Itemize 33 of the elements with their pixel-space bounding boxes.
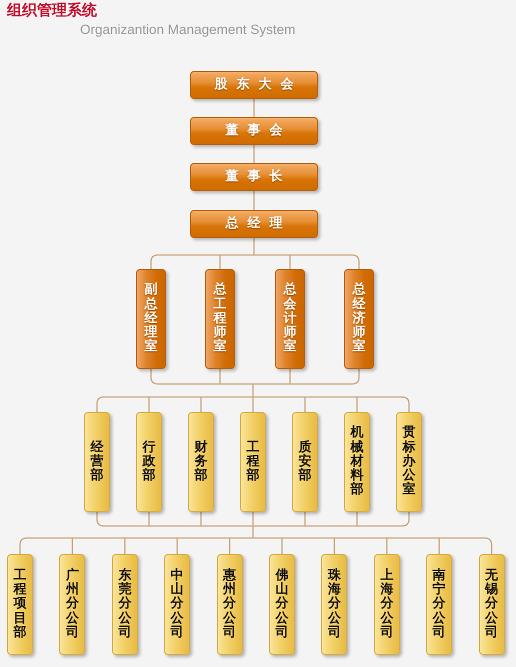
connector-line bbox=[253, 145, 255, 163]
org-unit-box: 总会计师室 bbox=[275, 269, 305, 369]
org-unit-box: 董事会 bbox=[190, 117, 318, 145]
connector-line bbox=[253, 191, 255, 210]
org-unit-box: 行政部 bbox=[136, 412, 162, 512]
org-unit-box: 总经济师室 bbox=[344, 269, 374, 369]
org-unit-box: 工程项目部 bbox=[7, 554, 33, 655]
org-unit-box: 广州分公司 bbox=[59, 554, 86, 655]
org-unit-box: 财务部 bbox=[188, 412, 214, 512]
org-unit-box: 董事长 bbox=[190, 163, 318, 191]
connector-line bbox=[19, 511, 492, 555]
org-unit-box: 总经理 bbox=[190, 210, 318, 238]
subtitle: Organizantion Management System bbox=[80, 21, 296, 38]
org-unit-box: 东莞分公司 bbox=[112, 554, 138, 655]
org-unit-box: 佛山分公司 bbox=[269, 554, 295, 655]
org-unit-box: 工程部 bbox=[240, 412, 266, 512]
org-unit-box: 中山分公司 bbox=[164, 554, 190, 655]
org-unit-box: 副总经理室 bbox=[136, 269, 166, 369]
org-unit-box: 惠州分公司 bbox=[216, 554, 243, 655]
org-unit-box: 南宁分公司 bbox=[426, 554, 452, 655]
connector-line bbox=[253, 99, 255, 117]
connector-line bbox=[96, 368, 410, 413]
org-unit-box: 质安部 bbox=[292, 412, 318, 512]
org-unit-box: 珠海分公司 bbox=[321, 554, 348, 655]
org-unit-box: 上海分公司 bbox=[374, 554, 400, 655]
diagram-title: 组织管理系统 bbox=[7, 1, 97, 19]
org-unit-box: 股东大会 bbox=[190, 71, 318, 99]
org-unit-box: 机械材料部 bbox=[344, 412, 370, 512]
org-unit-box: 贯标办公室 bbox=[396, 412, 422, 512]
org-unit-box: 总工程师室 bbox=[205, 269, 235, 369]
connector-line bbox=[150, 237, 360, 270]
org-unit-box: 经营部 bbox=[84, 412, 110, 512]
org-unit-box: 无锡分公司 bbox=[478, 554, 505, 655]
